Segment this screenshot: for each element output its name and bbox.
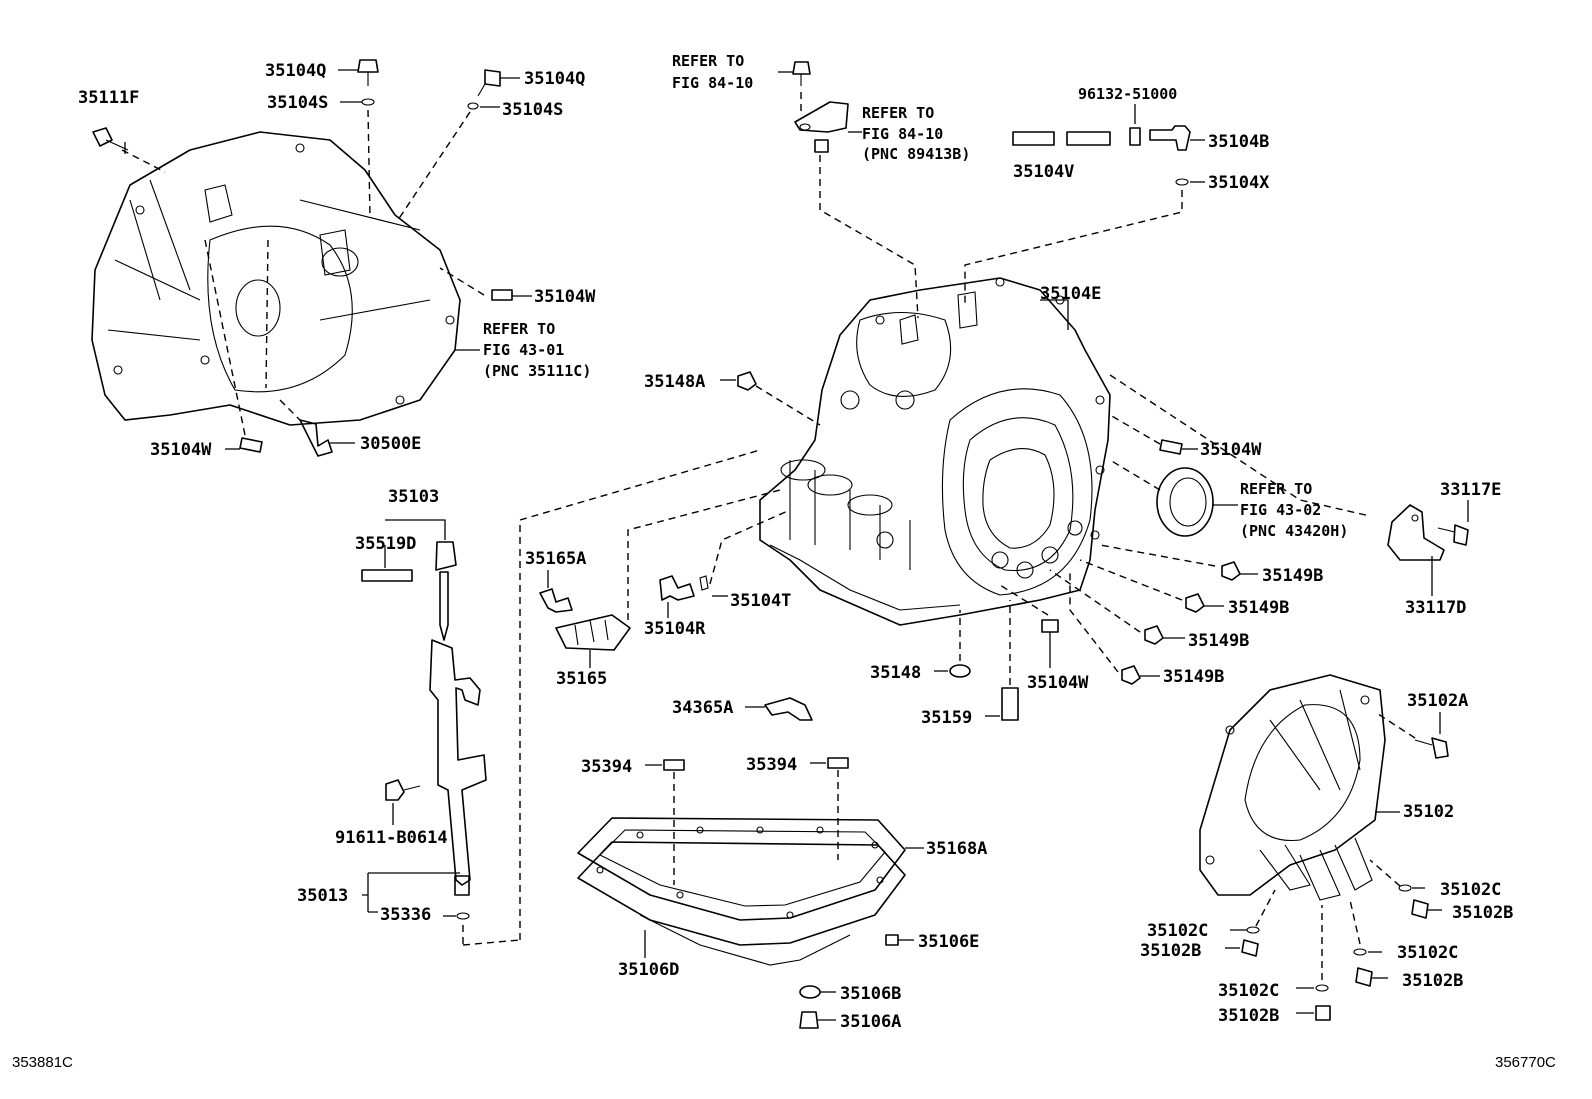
refer-84-10b-line3: (PNC 89413B) bbox=[862, 145, 970, 163]
label-30500E: 30500E bbox=[360, 434, 421, 454]
dipstick-drawing bbox=[361, 519, 487, 945]
label-35104Q-upper-left: 35104Q bbox=[265, 61, 326, 81]
label-35102B-right-2: 35102B bbox=[1402, 971, 1463, 991]
part-labels: 35111F 35104Q 35104S 35104Q 35104S 35104… bbox=[12, 52, 1556, 1071]
label-35104R: 35104R bbox=[644, 619, 706, 639]
refer-43-02-line3: (PNC 43420H) bbox=[1240, 522, 1348, 540]
refer-84-10a-line1: REFER TO bbox=[672, 52, 744, 70]
label-35102B-left: 35102B bbox=[1140, 941, 1201, 961]
label-35102A: 35102A bbox=[1407, 691, 1468, 711]
label-35159: 35159 bbox=[921, 708, 972, 728]
label-33117D: 33117D bbox=[1405, 598, 1466, 618]
label-35394-left: 35394 bbox=[581, 757, 632, 777]
refer-43-01-line2: FIG 43-01 bbox=[483, 341, 564, 359]
label-35103: 35103 bbox=[388, 487, 439, 507]
label-35104V: 35104V bbox=[1013, 162, 1074, 182]
label-35104T: 35104T bbox=[730, 591, 791, 611]
refer-84-10b-line1: REFER TO bbox=[862, 104, 934, 122]
label-35104B: 35104B bbox=[1208, 132, 1269, 152]
refer-43-02-line2: FIG 43-02 bbox=[1240, 501, 1321, 519]
label-35394-right: 35394 bbox=[746, 755, 797, 775]
label-35165A: 35165A bbox=[525, 549, 586, 569]
case-attachment-parts bbox=[462, 299, 1371, 946]
label-35111F: 35111F bbox=[78, 88, 139, 108]
label-35102C-left: 35102C bbox=[1147, 921, 1208, 941]
label-35149B-1: 35149B bbox=[1262, 566, 1323, 586]
transmission-case-drawing bbox=[759, 277, 1111, 626]
refer-84-10a-line2: FIG 84-10 bbox=[672, 74, 753, 92]
label-91611-B0614: 91611-B0614 bbox=[335, 828, 448, 848]
label-34365A: 34365A bbox=[672, 698, 733, 718]
extension-housing-drawing bbox=[1199, 674, 1449, 1021]
label-35149B-4: 35149B bbox=[1163, 667, 1224, 687]
illustration-code-left: 353881C bbox=[12, 1054, 73, 1071]
label-35102B-bottom: 35102B bbox=[1218, 1006, 1279, 1026]
label-35106A: 35106A bbox=[840, 1012, 901, 1032]
case-fasteners bbox=[92, 59, 532, 457]
label-35104W-case: 35104W bbox=[1200, 440, 1262, 460]
label-35149B-3: 35149B bbox=[1188, 631, 1249, 651]
refer-43-01-line1: REFER TO bbox=[483, 320, 555, 338]
label-35165: 35165 bbox=[556, 669, 607, 689]
label-35148A: 35148A bbox=[644, 372, 705, 392]
refer-84-10b-line2: FIG 84-10 bbox=[862, 125, 943, 143]
illustration-code-right: 356770C bbox=[1495, 1054, 1556, 1071]
label-35519D: 35519D bbox=[355, 534, 416, 554]
label-35148: 35148 bbox=[870, 663, 921, 683]
label-35106E: 35106E bbox=[918, 932, 979, 952]
label-35104Q-upper-right: 35104Q bbox=[524, 69, 585, 89]
label-35102B-right-1: 35102B bbox=[1452, 903, 1513, 923]
label-35102C-right-1: 35102C bbox=[1440, 880, 1501, 900]
label-33117E: 33117E bbox=[1440, 480, 1501, 500]
label-35104W-right: 35104W bbox=[534, 287, 596, 307]
label-35104W-lower: 35104W bbox=[150, 440, 212, 460]
solenoid-drawing bbox=[964, 104, 1205, 305]
label-35106D: 35106D bbox=[618, 960, 679, 980]
label-35104E: 35104E bbox=[1040, 284, 1101, 304]
label-35104W-bottom: 35104W bbox=[1027, 673, 1089, 693]
label-35168A: 35168A bbox=[926, 839, 987, 859]
label-35104S-upper-right: 35104S bbox=[502, 100, 563, 120]
refer-43-02-line1: REFER TO bbox=[1240, 480, 1312, 498]
label-35106B: 35106B bbox=[840, 984, 901, 1004]
refer-43-01-line3: (PNC 35111C) bbox=[483, 362, 591, 380]
transaxle-case-drawing bbox=[91, 131, 461, 426]
label-35104S-upper-left: 35104S bbox=[267, 93, 328, 113]
oil-pan-drawing bbox=[577, 757, 924, 1029]
label-35102C-right-2: 35102C bbox=[1397, 943, 1458, 963]
speed-sensor-drawing bbox=[778, 61, 919, 319]
label-35013: 35013 bbox=[297, 886, 348, 906]
label-35149B-2: 35149B bbox=[1228, 598, 1289, 618]
label-35336: 35336 bbox=[380, 905, 431, 925]
label-35102C-bottom: 35102C bbox=[1218, 981, 1279, 1001]
bracket-drawing bbox=[1387, 500, 1469, 596]
label-96132-51000: 96132-51000 bbox=[1078, 85, 1177, 103]
label-35102: 35102 bbox=[1403, 802, 1454, 822]
label-35104X: 35104X bbox=[1208, 173, 1270, 193]
